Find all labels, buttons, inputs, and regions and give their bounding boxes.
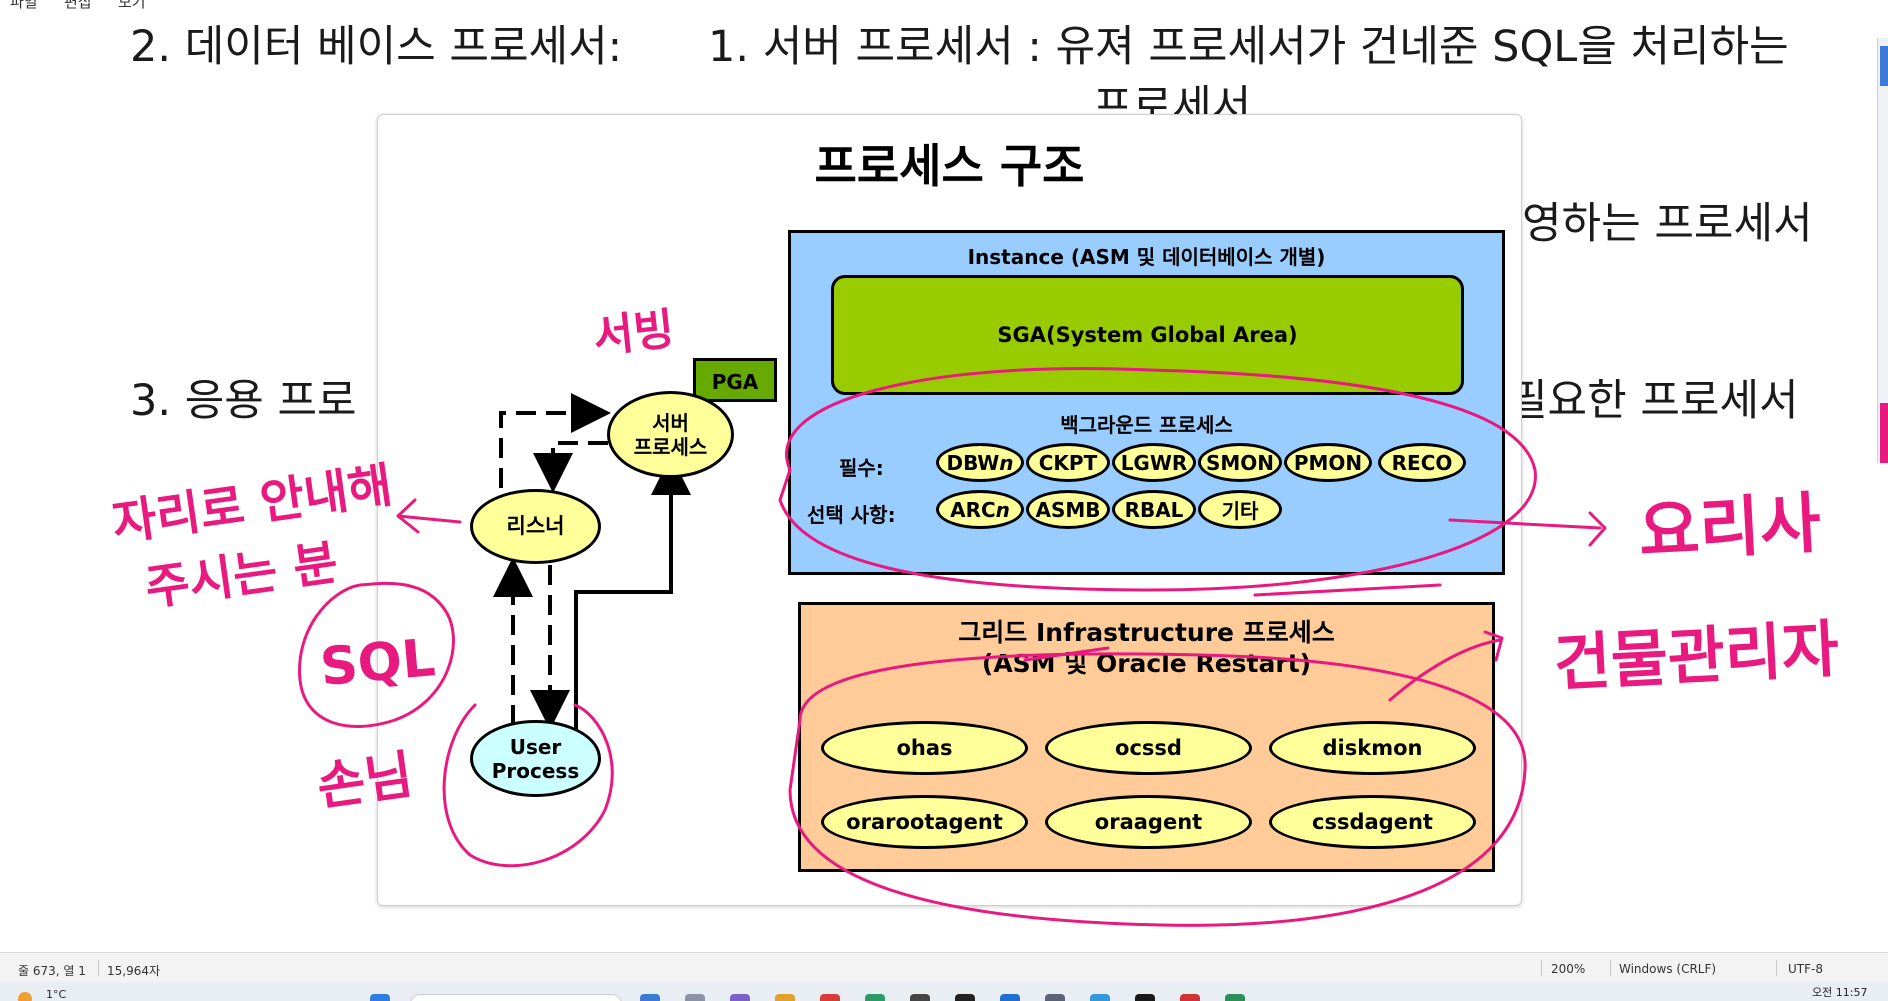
process-ocssd: ocssd [1045,721,1252,775]
status-divider [1541,960,1542,976]
ink-stroke-grid [1023,646,1110,662]
panel-tab-icon[interactable] [1880,46,1888,86]
instance-box: Instance (ASM 및 데이터베이스 개별) SGA(System Gl… [788,230,1505,575]
taskbar-app-icon[interactable] [865,994,885,1001]
menu-edit[interactable]: 편집 [64,0,92,11]
taskbar-app-icon[interactable] [1225,994,1245,1001]
status-char-count: 15,964자 [107,964,161,978]
taskbar-app-icon[interactable] [1135,994,1155,1001]
taskbar-search-box[interactable] [410,994,622,1001]
taskbar-app-icon[interactable] [1180,994,1200,1001]
doc-line-3-heading: 3. 응용 프로 [130,376,357,426]
menu-file[interactable]: 파일 [10,0,38,11]
folder-icon[interactable] [775,994,795,1001]
process-other: 기타 [1198,490,1282,529]
process-structure-slide: 프로세스 구조 Instance (ASM 및 데이터베이스 개별) SGA(S… [377,114,1522,906]
doc-line-server-process: 1. 서버 프로세서 : 유져 프로세서가 건네준 SQL을 처리하는 [708,22,1789,72]
start-icon[interactable] [370,994,390,1001]
doc-line-3: 필요한 프로세서 [1508,376,1799,426]
slide-title: 프로세스 구조 [814,139,1085,193]
required-label: 필수: [839,456,884,480]
status-position: 줄 673, 열 1 [18,964,86,978]
process-asmb: ASMB [1026,490,1110,529]
process-oraagent: oraagent [1045,795,1252,849]
taskbar-weather[interactable]: 1°C [46,988,67,1001]
sga-label: SGA(System Global Area) [997,323,1298,347]
process-pmon: PMON [1284,443,1372,482]
instance-title: Instance (ASM 및 데이터베이스 개별) [967,245,1326,269]
ink-stroke-instance [1253,583,1442,597]
ink-circle-sql [298,581,455,728]
ink-arrow-building [1388,630,1504,702]
pga-box: PGA [693,358,777,402]
process-cssdagent: cssdagent [1269,795,1476,849]
right-panel-strip[interactable] [1877,38,1888,463]
process-rbal: RBAL [1112,490,1196,529]
connector-lines [493,393,691,735]
grid-infrastructure-box: 그리드 Infrastructure 프로세스 (ASM 및 Oracle Re… [798,602,1495,872]
taskbar-clock[interactable]: 오전 11:57 [1812,986,1868,999]
user-process-node: User Process [470,720,601,797]
process-ohas: ohas [821,721,1028,775]
panel-accent [1880,403,1888,463]
status-divider [1776,960,1777,976]
listener-node: 리스너 [470,489,601,564]
ink-note-serving: 서빙 [591,304,677,363]
taskbar-app-icon[interactable] [910,994,930,1001]
process-ckpt: CKPT [1026,443,1110,482]
menu-view[interactable]: 보기 [118,0,146,11]
taskbar-app-icon[interactable] [1045,994,1065,1001]
taskbar-app-icon[interactable] [820,994,840,1001]
ink-loop-background [778,366,1537,592]
weather-icon[interactable] [18,992,32,1001]
process-orarootagent: orarootagent [821,795,1028,849]
server-process-node: 서버 프로세스 [607,391,734,478]
process-smon: SMON [1198,443,1282,482]
ink-arrow-listener [396,498,462,534]
background-process-title: 백그라운드 프로세스 [1060,413,1233,437]
taskbar-app-icon[interactable] [685,994,705,1001]
ink-arrow-chef [1448,511,1607,547]
optional-label: 선택 사항: [807,503,896,527]
menu-bar: 파일 편집 보기 [0,0,1888,12]
ink-loop-grid [788,652,1527,927]
ink-note-guide: 자리로 안내해 [109,457,396,552]
grid-title: 그리드 Infrastructure 프로세스 [958,618,1335,647]
process-diskmon: diskmon [1269,721,1476,775]
doc-line-2-heading: 2. 데이터 베이스 프로세서: [130,22,623,72]
ink-note-building-manager: 건물관리자 [1552,612,1841,700]
ink-circle-user [442,703,614,868]
status-divider [1610,960,1611,976]
taskbar: 1°C 오전 11:57 [0,982,1888,1001]
status-divider [98,960,99,976]
process-lgwr: LGWR [1112,443,1196,482]
taskbar-app-icon[interactable] [1000,994,1020,1001]
process-arcn: ARCn [936,490,1024,529]
status-encoding[interactable]: UTF-8 [1788,962,1823,976]
taskbar-app-icon[interactable] [730,994,750,1001]
ink-note-sql: SQL [318,628,438,698]
process-dbwn: DBWn [936,443,1024,482]
ink-note-customer: 손님 [313,745,416,818]
status-bar: 줄 673, 열 1 15,964자 200% Windows (CRLF) U… [0,952,1888,983]
process-reco: RECO [1378,443,1466,482]
ink-note-guide-2: 주시는 분 [142,535,341,617]
taskbar-app-icon[interactable] [1090,994,1110,1001]
sga-box: SGA(System Global Area) [831,275,1464,395]
taskbar-app-icon[interactable] [640,994,660,1001]
taskbar-app-icon[interactable] [955,994,975,1001]
pga-label: PGA [711,370,759,394]
ink-note-chef: 요리사 [1637,485,1823,571]
status-zoom[interactable]: 200% [1551,962,1586,976]
doc-line-2: 영하는 프로세서 [1522,199,1813,249]
status-line-ending[interactable]: Windows (CRLF) [1619,962,1717,976]
